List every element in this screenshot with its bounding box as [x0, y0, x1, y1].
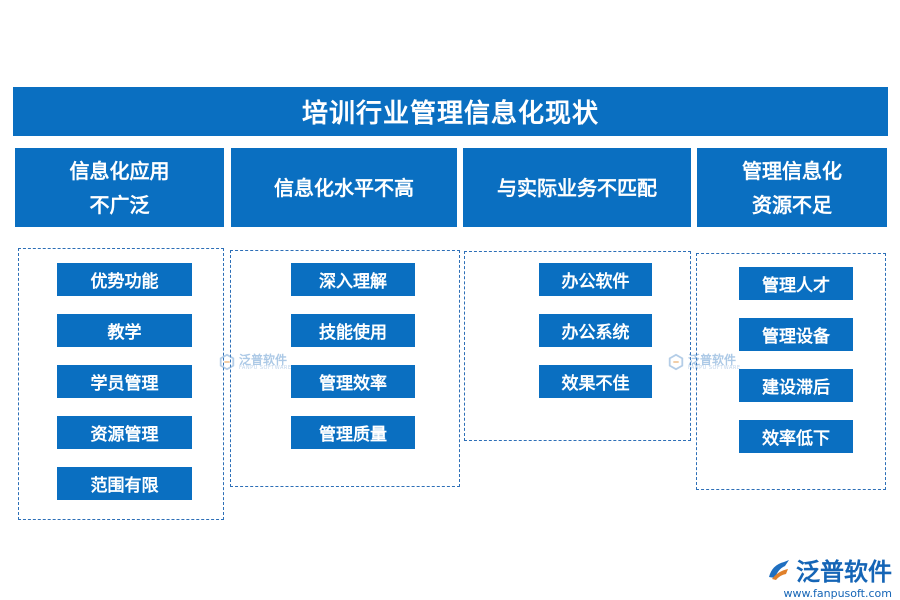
item-column-2: 管理质量 [291, 416, 415, 449]
watermark-en: FANPU SOFTWARE [688, 364, 741, 371]
item-column-2: 技能使用 [291, 314, 415, 347]
watermark-cn: 泛普软件 [239, 352, 288, 367]
column-header-3: 与实际业务不匹配 [463, 148, 691, 227]
column-header-1-line-1: 信息化应用 [69, 158, 170, 183]
column-header-4: 管理信息化 资源不足 [697, 148, 887, 227]
logo-url: www.fanpusoft.com [783, 587, 892, 600]
item-column-1: 资源管理 [57, 416, 192, 449]
item-column-1: 优势功能 [57, 263, 192, 296]
column-header-1-line-2: 不广泛 [89, 192, 150, 217]
watermark: 泛普软件 FANPU SOFTWARE [218, 353, 292, 371]
item-column-3: 效果不佳 [539, 365, 652, 398]
column-panel-2 [230, 250, 460, 487]
fanpu-logo-icon [769, 559, 789, 580]
column-header-2-line-1: 信息化水平不高 [274, 175, 414, 200]
column-header-1: 信息化应用 不广泛 [15, 148, 224, 227]
item-column-1: 范围有限 [57, 467, 192, 500]
item-column-4: 管理设备 [739, 318, 853, 351]
item-column-4: 效率低下 [739, 420, 853, 453]
column-header-4-line-2: 资源不足 [752, 192, 832, 217]
fanpu-mark-icon [668, 353, 684, 371]
watermark-cn: 泛普软件 [688, 352, 737, 367]
watermark: 泛普软件 FANPU SOFTWARE [667, 353, 741, 371]
item-column-1: 学员管理 [57, 365, 192, 398]
column-panel-3 [464, 251, 691, 441]
column-panel-4 [696, 253, 886, 490]
item-column-4: 管理人才 [739, 267, 853, 300]
item-column-3: 办公系统 [539, 314, 652, 347]
fanpu-mark-icon [219, 353, 235, 371]
watermark-en: FANPU SOFTWARE [239, 364, 292, 371]
item-column-1: 教学 [57, 314, 192, 347]
column-header-2: 信息化水平不高 [231, 148, 457, 227]
column-header-4-line-1: 管理信息化 [742, 158, 842, 183]
item-column-4: 建设滞后 [739, 369, 853, 402]
logo-name: 泛普软件 [796, 558, 892, 586]
diagram-title: 培训行业管理信息化现状 [13, 87, 888, 136]
column-panel-1 [18, 248, 224, 520]
item-column-2: 管理效率 [291, 365, 415, 398]
item-column-3: 办公软件 [539, 263, 652, 296]
item-column-2: 深入理解 [291, 263, 415, 296]
column-header-3-line-1: 与实际业务不匹配 [497, 175, 657, 200]
brand-logo: 泛普软件 www.fanpusoft.com [766, 552, 892, 600]
